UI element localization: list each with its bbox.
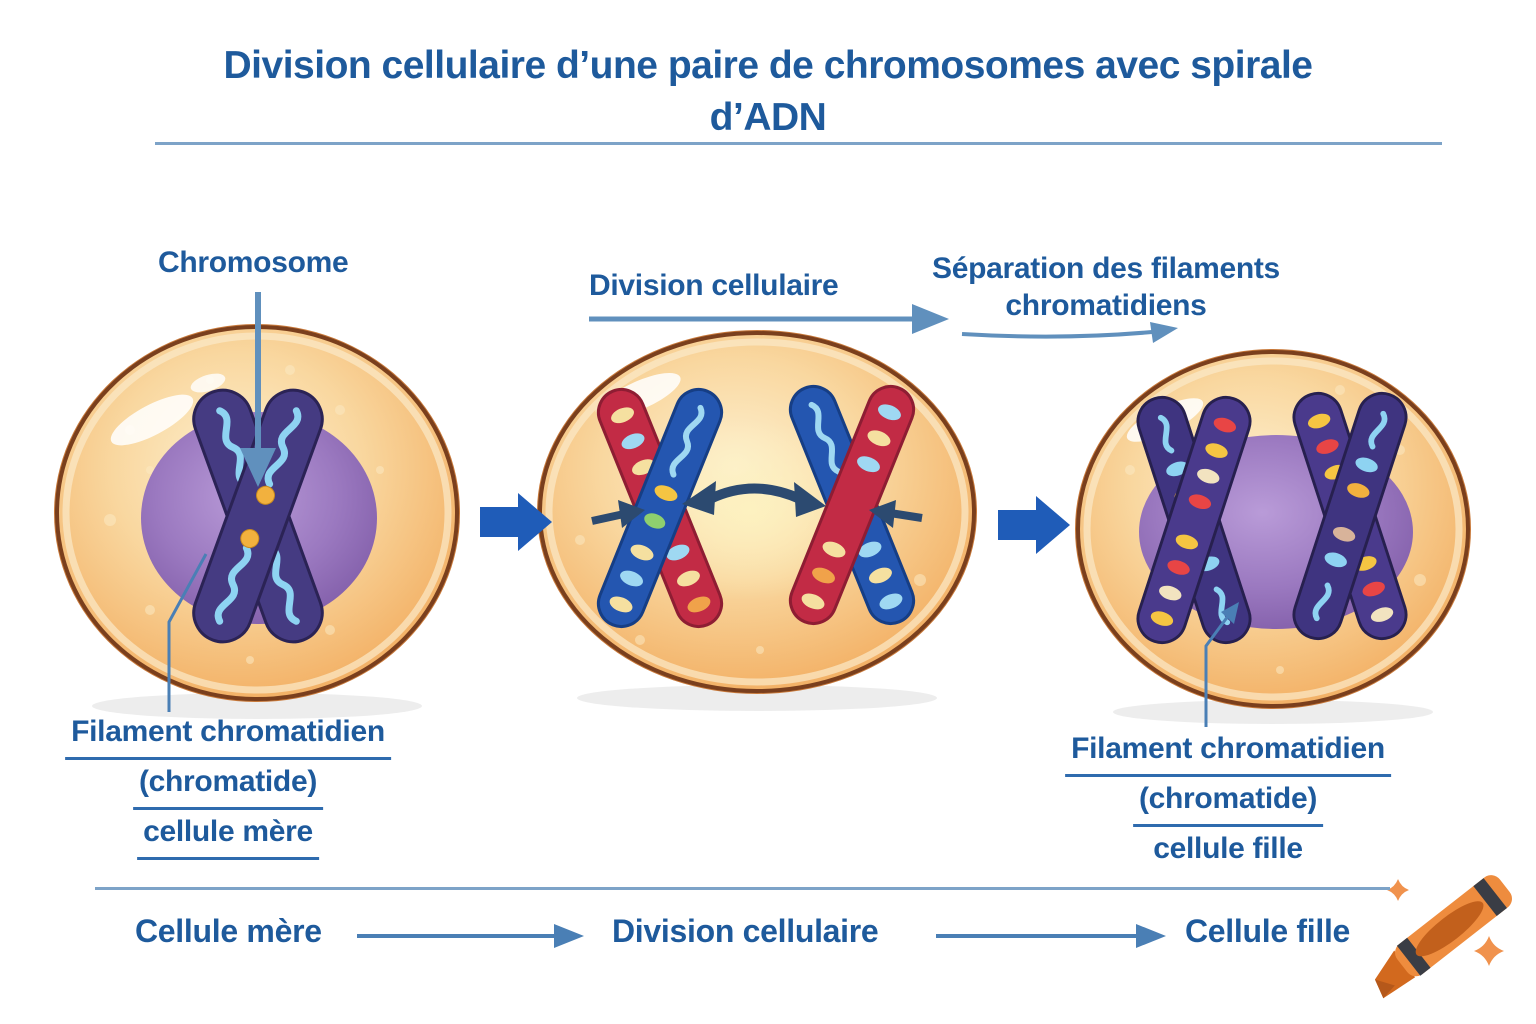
cell-inner-ring [545,338,969,686]
right-push-arrow [869,500,923,528]
dividing-cell [537,330,977,711]
cell1-to-cell2-arrow [480,493,552,551]
flow-step-division: Division cellulaire [612,913,879,949]
chromatid-red [788,385,916,625]
chromosome-x [192,388,324,644]
mother-filament-line1: Filament chromatidien [65,710,391,760]
cell-highlight [110,394,194,446]
separation-label: Séparation des filaments chromatidiens [932,250,1280,324]
cell-inner-ring [1083,357,1463,701]
flow-arrow-2 [936,924,1166,948]
division-cellulaire-label: Division cellulaire [589,269,839,302]
separation-underline-arrow [961,322,1178,343]
chromosome-x-right [788,385,916,625]
chromatid [192,388,324,644]
chromatid-blue [596,388,724,628]
daughter-filament-line2: (chromatide) [1132,777,1324,827]
chromatid [1136,395,1252,645]
separation-label-line2: chromatidiens [1005,289,1207,322]
chromosome-x-right [1292,391,1408,641]
chromosome-x-left [1136,395,1252,645]
flow-step-daughter: Cellule fille [1185,913,1351,949]
bottom-separator-line [95,887,1390,890]
cell-shadow [577,685,937,711]
daughter-filament-line1: Filament chromatidien [1065,727,1391,777]
page-title-line2: d’ADN [709,96,827,139]
mother-filament-line2: (chromatide) [132,760,324,810]
sparkle-icon [1474,936,1504,966]
cell2-to-cell3-arrow [998,496,1070,554]
left-push-arrow [591,500,645,528]
mother-filament-line3: cellule mère [137,810,319,860]
cell-shadow [92,693,422,719]
cell-highlight-small [190,373,226,393]
chromosome-pointer-arrow [240,292,276,487]
page-title-line1: Division cellulaire d’une paire de chrom… [223,44,1313,87]
chromatid [1292,391,1408,641]
daughter-cell [1075,349,1471,724]
chromatid-separation-double-arrow [682,481,826,517]
sparkle-icon [1387,879,1409,901]
flow-arrow-1 [357,924,584,948]
daughter-filament-line3: cellule fille [1153,832,1303,865]
mother-filament-label: Filament chromatidien (chromatide) cellu… [65,710,391,860]
flow-step-mother: Cellule mère [135,913,322,949]
crayon-icon [1374,875,1512,999]
mother-cell [54,324,460,719]
chromosome-label: Chromosome [158,246,349,279]
title-underline [155,142,1442,145]
daughter-leader-line [1204,602,1239,727]
cell-shadow [1113,700,1433,724]
chromosome-x-left [596,388,724,628]
daughter-filament-label: Filament chromatidien (chromatide) cellu… [1065,727,1391,870]
mother-leader-line [167,553,208,712]
division-cellulaire-arrow [589,304,949,334]
separation-label-line1: Séparation des filaments [932,252,1280,285]
